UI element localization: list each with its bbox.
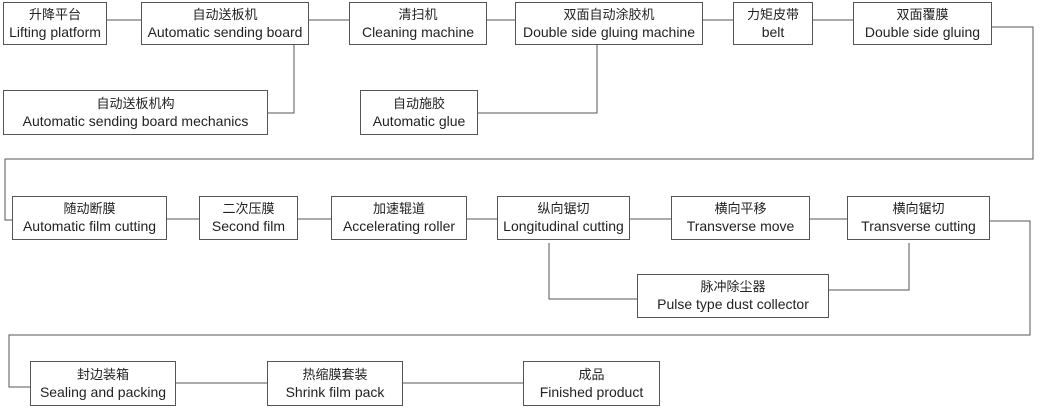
node-label-en: Automatic sending board mechanics <box>22 112 249 129</box>
node-label-en: Sealing and packing <box>39 383 167 400</box>
node-label-en: Accelerating roller <box>342 218 456 234</box>
connector <box>478 44 598 114</box>
node-label-zh: 加速辊道 <box>372 202 425 217</box>
node-finished-product: 成品 Finished product <box>523 361 660 406</box>
node-auto-sending-board: 自动送板机 Automatic sending board <box>141 2 309 45</box>
node-label-en: Automatic glue <box>372 112 466 129</box>
node-label-zh: 脉冲除尘器 <box>700 280 766 295</box>
node-shrink-film-pack: 热缩膜套装 Shrink film pack <box>267 361 403 406</box>
node-label-zh: 成品 <box>578 367 605 383</box>
node-label-zh: 横向平移 <box>714 202 767 217</box>
node-label-zh: 双面覆膜 <box>896 7 949 23</box>
node-label-en: Second film <box>211 218 286 234</box>
node-label-en: Shrink film pack <box>285 383 385 400</box>
node-label-zh: 清扫机 <box>398 7 438 23</box>
node-label-zh: 热缩膜套装 <box>302 367 368 383</box>
node-belt: 力矩皮带 belt <box>733 2 813 45</box>
node-sealing-packing: 封边装箱 Sealing and packing <box>30 361 176 406</box>
connector <box>829 243 910 291</box>
node-label-en: Pulse type dust collector <box>657 296 809 312</box>
node-label-zh: 二次压膜 <box>222 202 275 217</box>
node-label-en: Longitudinal cutting <box>503 218 624 234</box>
node-label-zh: 纵向锯切 <box>537 202 590 217</box>
node-label-en: Transverse move <box>686 218 795 234</box>
node-transverse-cutting: 横向锯切 Transverse cutting <box>847 196 990 240</box>
connector <box>8 220 1031 388</box>
node-label-zh: 升降平台 <box>28 7 81 23</box>
node-second-film: 二次压膜 Second film <box>199 196 298 240</box>
node-label-zh: 随动断膜 <box>63 202 116 217</box>
node-label-en: Finished product <box>539 383 644 400</box>
node-label-en: Double side gluing machine <box>523 23 695 40</box>
node-auto-sending-board-mechanics: 自动送板机构 Automatic sending board mechanics <box>3 90 268 135</box>
node-automatic-glue: 自动施胶 Automatic glue <box>360 90 478 135</box>
node-transverse-move: 横向平移 Transverse move <box>671 196 810 240</box>
node-longitudinal-cutting: 纵向锯切 Longitudinal cutting <box>497 196 630 240</box>
node-label-en: Cleaning machine <box>361 23 475 40</box>
node-label-en: Automatic sending board <box>147 23 303 40</box>
node-label-zh: 双面自动涂胶机 <box>563 7 655 23</box>
node-label-zh: 横向锯切 <box>892 202 945 217</box>
node-lifting-platform: 升降平台 Lifting platform <box>3 2 107 45</box>
node-label-zh: 自动送板机 <box>192 7 258 23</box>
connector <box>548 243 637 300</box>
node-cleaning-machine: 清扫机 Cleaning machine <box>349 2 487 45</box>
node-label-en: belt <box>761 23 785 40</box>
node-accelerating-roller: 加速辊道 Accelerating roller <box>331 196 467 240</box>
connector <box>4 26 1034 221</box>
node-double-side-gluing: 双面覆膜 Double side gluing <box>853 2 992 45</box>
node-label-zh: 自动送板机构 <box>96 96 175 112</box>
node-auto-film-cutting: 随动断膜 Automatic film cutting <box>12 196 167 240</box>
node-label-en: Lifting platform <box>9 23 101 40</box>
node-label-en: Transverse cutting <box>861 218 976 234</box>
node-label-zh: 自动施胶 <box>392 96 445 112</box>
node-label-zh: 力矩皮带 <box>746 7 799 23</box>
node-label-en: Automatic film cutting <box>22 218 157 234</box>
node-label-zh: 封边装箱 <box>76 367 129 383</box>
node-label-en: Double side gluing <box>864 23 981 40</box>
node-pulse-dust-collector: 脉冲除尘器 Pulse type dust collector <box>637 274 829 318</box>
connector <box>268 44 295 114</box>
node-double-side-gluing-machine: 双面自动涂胶机 Double side gluing machine <box>515 2 703 45</box>
